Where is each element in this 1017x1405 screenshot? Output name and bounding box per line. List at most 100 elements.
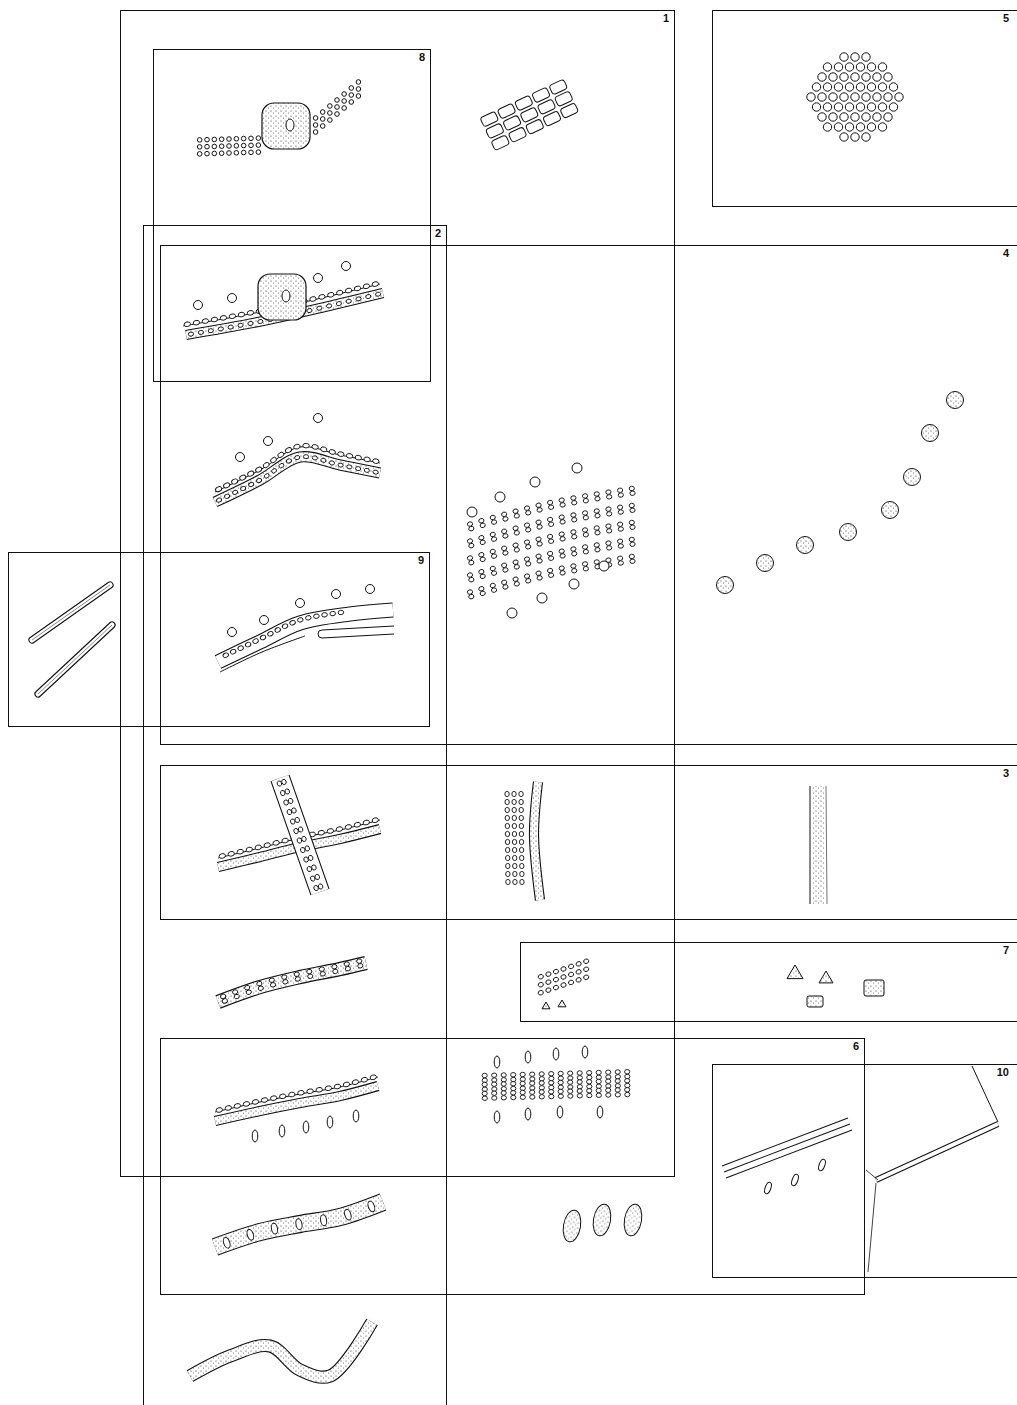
granule <box>228 294 237 303</box>
bead <box>372 817 379 823</box>
bead <box>595 496 601 501</box>
bead <box>331 964 337 969</box>
bead <box>512 791 516 796</box>
granule <box>823 123 831 131</box>
bead <box>571 568 577 573</box>
granule <box>313 130 318 135</box>
fragment <box>558 1000 566 1007</box>
bead <box>293 444 300 450</box>
bead <box>223 482 231 489</box>
bead <box>238 323 244 328</box>
granule <box>845 83 853 91</box>
bead <box>629 486 635 491</box>
bead <box>356 296 362 301</box>
granule <box>812 103 820 111</box>
bead <box>537 575 543 581</box>
bead <box>505 847 509 852</box>
granule <box>851 53 859 61</box>
bead <box>491 553 497 559</box>
bead <box>306 969 312 974</box>
bead <box>538 974 544 980</box>
granule <box>212 144 217 149</box>
granule <box>234 136 239 141</box>
bead <box>568 980 574 986</box>
band-fill <box>38 625 112 694</box>
bead <box>617 488 623 493</box>
bead <box>519 855 523 860</box>
bead <box>336 290 343 296</box>
bead <box>525 527 531 533</box>
bead <box>490 532 496 538</box>
bead <box>297 617 304 623</box>
bead <box>595 513 601 518</box>
bead <box>630 491 636 496</box>
bead <box>512 847 516 852</box>
bead <box>336 826 343 832</box>
bead <box>505 855 509 860</box>
bead <box>606 1088 611 1093</box>
bead <box>547 500 553 505</box>
bead <box>243 1101 250 1107</box>
granule <box>234 150 239 155</box>
oval-body <box>525 1051 531 1063</box>
bead <box>560 553 566 558</box>
bead <box>539 1090 544 1095</box>
bead <box>247 470 255 477</box>
region-box: 8 <box>153 49 431 382</box>
bead <box>232 989 238 995</box>
bead <box>372 281 379 287</box>
granule <box>862 113 870 121</box>
band-fill <box>812 786 824 904</box>
bead <box>291 807 297 813</box>
bead <box>316 1087 323 1093</box>
bead <box>568 1089 573 1094</box>
bead <box>594 559 600 564</box>
bead <box>482 1091 487 1096</box>
bead <box>553 977 559 983</box>
granule <box>296 599 305 608</box>
bead <box>571 534 577 539</box>
granule <box>249 136 254 141</box>
bead <box>282 979 288 984</box>
granule <box>314 414 323 423</box>
bead <box>560 982 566 988</box>
bead <box>519 807 523 812</box>
band-fill <box>218 963 366 1002</box>
region-box: 6 <box>160 1038 865 1295</box>
bead <box>512 799 516 804</box>
bead <box>467 538 473 544</box>
bead <box>372 458 379 464</box>
bead <box>524 505 530 511</box>
granule <box>227 137 232 142</box>
bead <box>492 1073 497 1078</box>
bead <box>245 641 252 647</box>
bead <box>284 788 290 794</box>
bead <box>545 971 551 977</box>
bead <box>520 1081 525 1086</box>
bead <box>595 530 601 535</box>
granule <box>889 103 897 111</box>
granule <box>818 93 826 101</box>
bead <box>583 566 589 571</box>
bead <box>553 985 559 991</box>
granule <box>851 73 859 81</box>
bead <box>248 482 254 488</box>
bead <box>571 500 577 505</box>
bead <box>520 879 524 884</box>
bead <box>512 559 518 565</box>
bead <box>502 584 508 590</box>
bead <box>547 517 553 522</box>
granule <box>834 103 842 111</box>
bead <box>354 285 361 291</box>
bead <box>305 615 311 621</box>
bead <box>606 1079 611 1084</box>
bead <box>240 486 246 492</box>
bead <box>502 550 508 556</box>
bead <box>269 977 275 983</box>
bead <box>570 563 576 568</box>
bead <box>568 1094 573 1099</box>
bead <box>505 791 509 796</box>
band-outline <box>32 585 110 640</box>
granule <box>236 453 245 462</box>
bead <box>281 779 287 785</box>
